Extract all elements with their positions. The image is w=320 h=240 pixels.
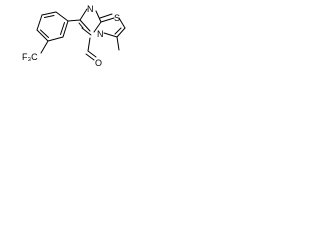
bond	[79, 8, 88, 21]
bridgehead-nitrogen-label: N	[97, 29, 104, 39]
double-bond-inner	[114, 27, 122, 35]
carbonyl-bond-inner	[85, 53, 95, 61]
bond	[93, 21, 102, 33]
thiazole-ring	[99, 13, 126, 38]
bond	[36, 14, 43, 31]
chemical-structure: N S N O F₃C	[22, 4, 126, 68]
aromatic-inner-bond	[44, 15, 55, 18]
cf3-bond	[40, 40, 49, 54]
bond	[95, 10, 102, 23]
nitrogen-label: N	[87, 4, 94, 14]
bond	[36, 29, 49, 42]
bond	[100, 17, 115, 23]
double-bond-inner	[78, 22, 84, 29]
oxygen-label: O	[95, 58, 102, 68]
bond	[47, 36, 64, 42]
bond	[41, 11, 57, 16]
bond	[79, 19, 91, 32]
double-bond-inner	[99, 13, 113, 19]
aldehyde-bond	[87, 37, 91, 52]
bond	[103, 32, 118, 38]
benzene-ring	[36, 11, 69, 42]
bond	[55, 11, 69, 22]
methyl-bond	[116, 36, 120, 51]
trifluoromethyl-label: F₃C	[22, 52, 38, 62]
bond	[118, 17, 126, 29]
carbonyl-bond	[87, 50, 97, 58]
bond	[62, 20, 69, 38]
sulfur-label: S	[114, 13, 120, 23]
aryl-link-bond	[67, 19, 81, 22]
double-bond-inner	[81, 27, 92, 36]
bond	[116, 27, 126, 38]
imidazole-ring	[78, 8, 102, 36]
aromatic-inner-bond	[40, 29, 49, 38]
aromatic-inner-bond	[60, 22, 65, 35]
